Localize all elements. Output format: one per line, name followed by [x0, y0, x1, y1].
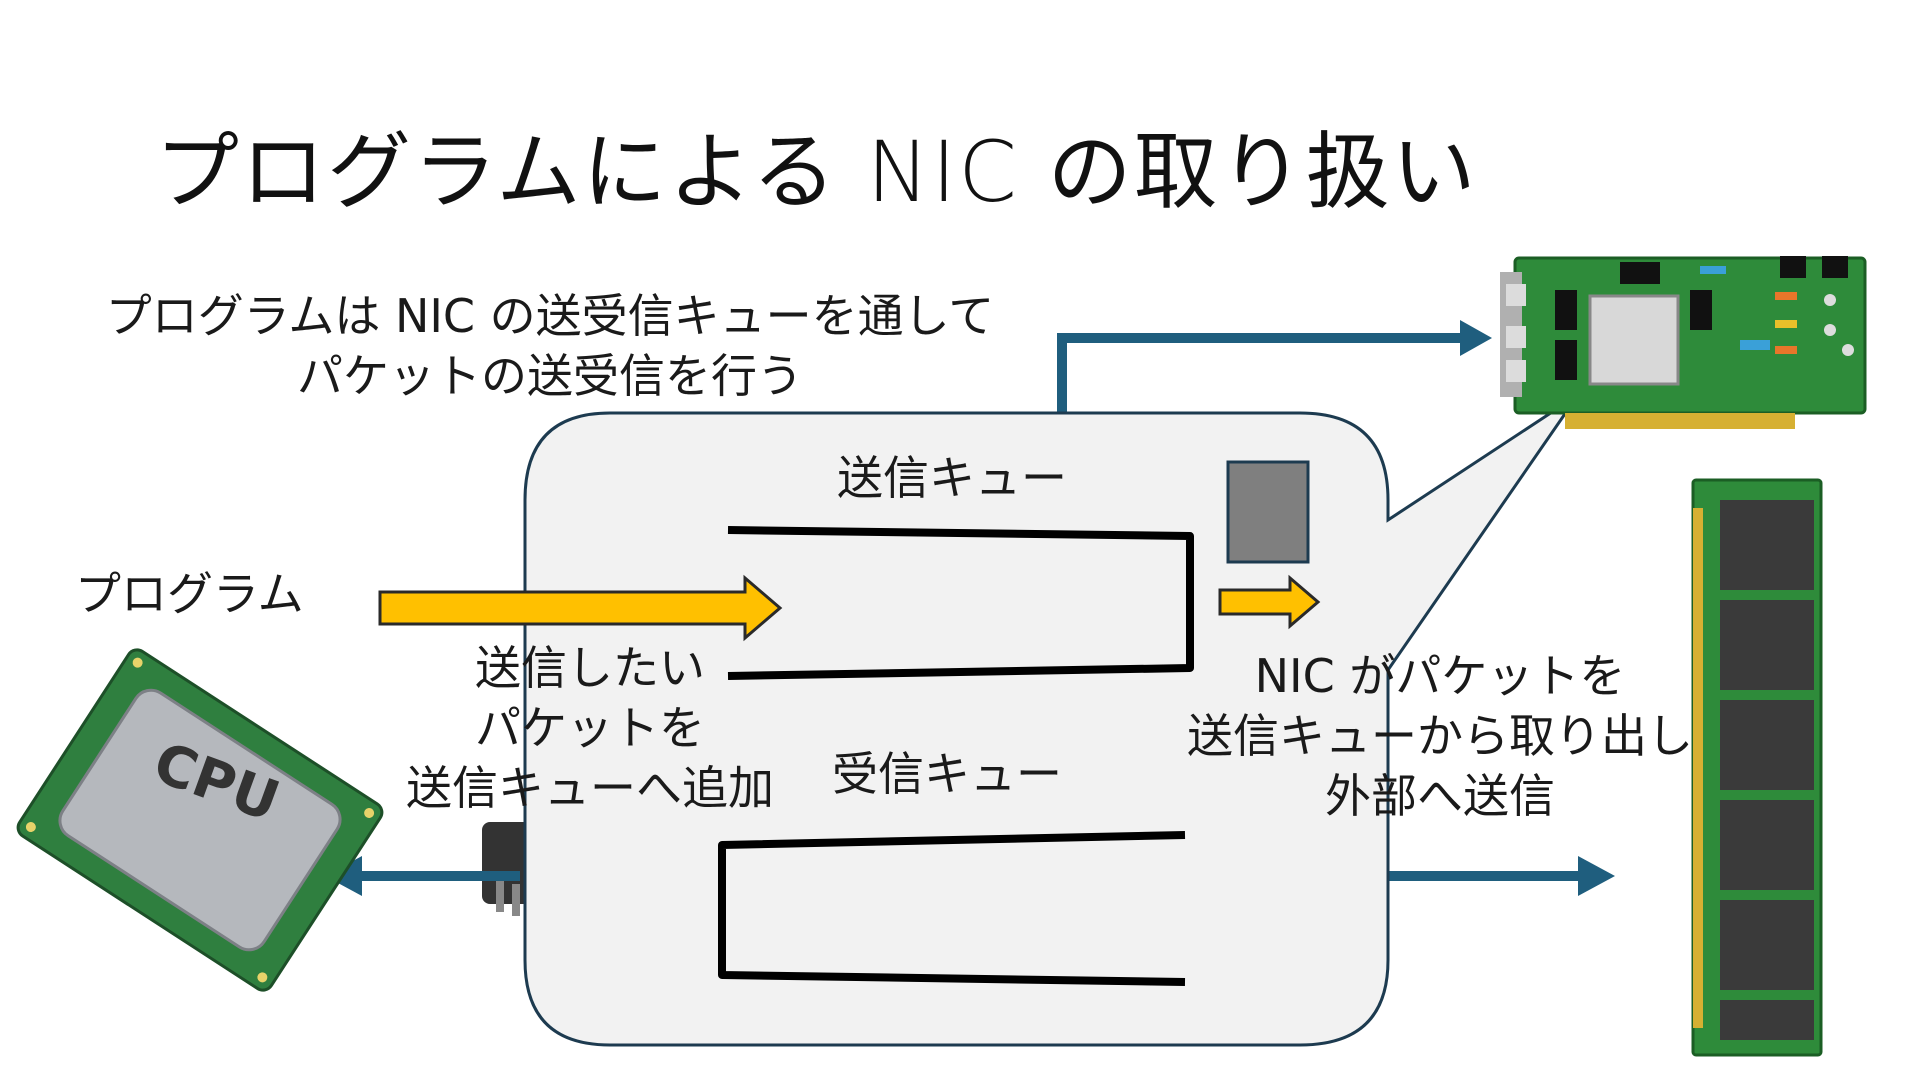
memory-module-icon: [1691, 478, 1823, 1057]
description-line-2: パケットの送受信を行う: [297, 349, 803, 403]
enqueue-caption: 送信したい パケットを 送信キューへ追加: [390, 638, 790, 818]
rx-queue-shape: [718, 831, 1186, 986]
tx-queue-label: 送信キュー: [837, 451, 1067, 505]
memory-connector-arrow: [1380, 856, 1615, 896]
tx-queue-shape: [727, 526, 1194, 680]
description-line-1: プログラムは NIC の送受信キューを通して: [105, 289, 995, 343]
packet-block: [1226, 460, 1310, 564]
rx-queue-label: 受信キュー: [832, 747, 1062, 801]
nic-callout-bubble: [523, 393, 1580, 1047]
enqueue-caption-line-3: 送信キューへ追加: [406, 761, 774, 815]
description-caption: プログラムは NIC の送受信キューを通して パケットの送受信を行う: [70, 286, 1030, 406]
enqueue-caption-line-1: 送信したい: [475, 641, 705, 695]
dequeue-arrow: [1218, 574, 1321, 630]
nic-caption-line-1: NIC がパケットを: [1254, 649, 1626, 703]
enqueue-caption-line-2: パケットを: [475, 701, 705, 755]
nic-caption-line-3: 外部へ送信: [1325, 769, 1555, 823]
nic-connector-arrow: [1057, 320, 1492, 413]
enqueue-arrow: [378, 574, 783, 642]
program-label: プログラム: [75, 567, 304, 621]
cpu-icon: [16, 648, 384, 992]
nic-card-icon: [1500, 256, 1867, 429]
nic-caption-line-2: 送信キューから取り出し: [1187, 709, 1693, 763]
slide-title: プログラムによる NIC の取り扱い: [155, 123, 1478, 221]
nic-caption: NIC がパケットを 送信キューから取り出し 外部へ送信: [1180, 646, 1700, 826]
